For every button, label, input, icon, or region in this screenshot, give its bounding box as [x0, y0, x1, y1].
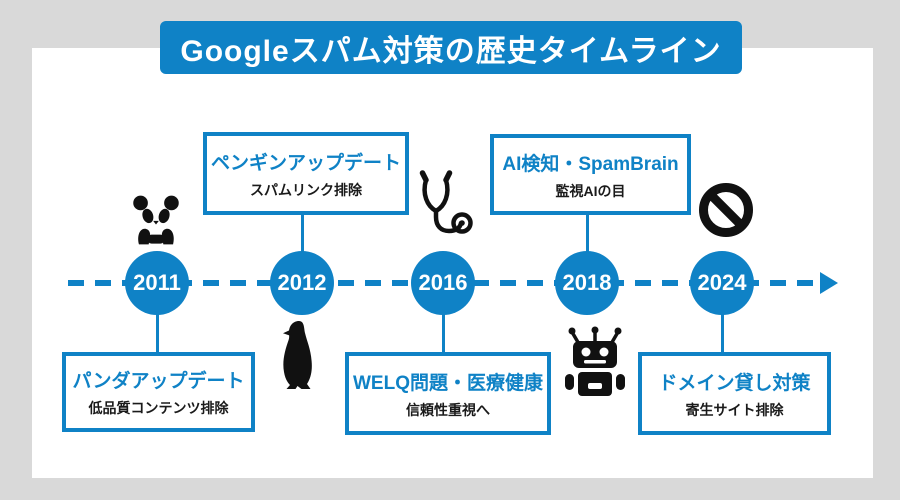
timeline-node-2018: 2018: [555, 251, 619, 315]
timeline-node-2011: 2011: [125, 251, 189, 315]
event-subtitle: 寄生サイト排除: [685, 401, 784, 418]
event-title: ドメイン貸し対策: [658, 372, 811, 394]
event-subtitle: スパムリンク排除: [250, 181, 362, 198]
connector-2018: [586, 207, 589, 252]
year-label: 2011: [133, 270, 181, 295]
arrow-right-icon: [820, 272, 838, 294]
no-entry-icon: [698, 182, 754, 238]
event-subtitle: 低品質コンテンツ排除: [88, 400, 229, 416]
robot-icon: [562, 326, 628, 396]
event-title: ペンギンアップデート: [210, 152, 401, 174]
event-box-2012: ペンギンアップデート スパムリンク排除: [203, 132, 409, 215]
event-subtitle: 信頼性重視へ: [406, 401, 490, 418]
stethoscope-icon: [412, 170, 476, 242]
year-label: 2024: [697, 270, 747, 295]
event-box-2011: パンダアップデート 低品質コンテンツ排除: [62, 352, 255, 432]
event-box-2024: ドメイン貸し対策 寄生サイト排除: [638, 352, 831, 435]
page-title: Googleスパム対策の歴史タイムライン: [180, 34, 722, 68]
event-title: AI検知・SpamBrain: [502, 153, 679, 175]
connector-2011: [156, 314, 159, 353]
year-label: 2018: [562, 270, 612, 295]
penguin-icon: [272, 319, 324, 391]
connector-2012: [301, 207, 304, 252]
event-title: パンダアップデート: [72, 371, 245, 392]
title-banner: Googleスパム対策の歴史タイムライン: [160, 21, 742, 74]
event-subtitle: 監視AIの目: [555, 182, 626, 199]
timeline-node-2016: 2016: [411, 251, 475, 315]
year-label: 2016: [418, 270, 468, 295]
connector-2016: [442, 314, 445, 353]
timeline-node-2012: 2012: [270, 251, 334, 315]
timeline-node-2024: 2024: [690, 251, 754, 315]
event-box-2018: AI検知・SpamBrain 監視AIの目: [490, 134, 691, 215]
year-label: 2012: [277, 270, 327, 295]
connector-2024: [721, 314, 724, 353]
event-box-2016: WELQ問題・医療健康 信頼性重視へ: [345, 352, 551, 435]
panda-icon: [130, 194, 182, 246]
event-title: WELQ問題・医療健康: [353, 372, 543, 394]
